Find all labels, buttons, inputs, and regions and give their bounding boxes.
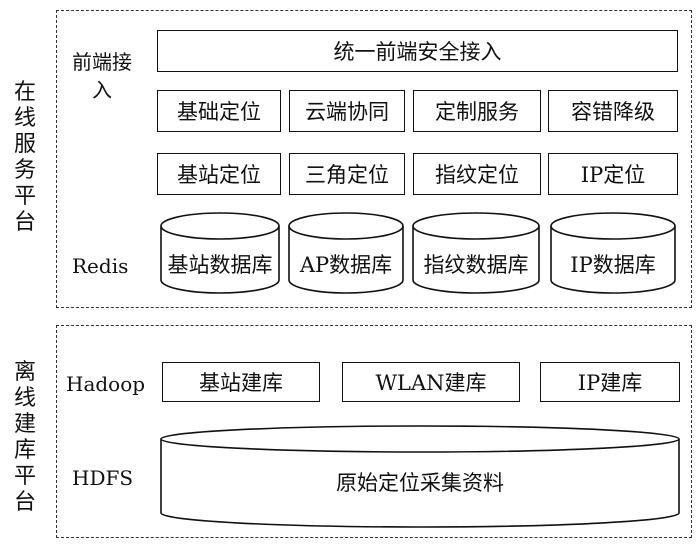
online-platform-label: 在线服务平台: [13, 80, 36, 235]
service-fault-tolerance: 容错降级: [548, 90, 678, 132]
service-custom: 定制服务: [413, 90, 541, 132]
method-ip-positioning: IP定位: [548, 153, 678, 195]
method-triangulation: 三角定位: [289, 153, 405, 195]
build-wlan-library: WLAN建库: [342, 362, 520, 402]
method-fingerprint: 指纹定位: [413, 153, 541, 195]
fingerprint-database: 指纹数据库: [412, 212, 540, 294]
gateway-box: 统一前端安全接入: [157, 30, 678, 72]
raw-data-storage-label: 原始定位采集资料: [336, 471, 504, 495]
method-cell-positioning: 基站定位: [157, 153, 281, 195]
ip-database: IP数据库: [550, 212, 676, 294]
service-basic-positioning: 基础定位: [157, 90, 281, 132]
cell-database-label: 基站数据库: [168, 253, 273, 277]
ip-database-label: IP数据库: [570, 253, 655, 277]
frontend-access-label: 前端接入: [72, 50, 132, 102]
offline-platform-label: 离线建库平台: [13, 360, 36, 515]
ap-database: AP数据库: [288, 212, 404, 294]
raw-data-storage: 原始定位采集资料: [160, 425, 680, 528]
cell-database: 基站数据库: [160, 212, 280, 294]
build-ip-library: IP建库: [540, 362, 680, 402]
ap-database-label: AP数据库: [299, 253, 392, 277]
online-platform-container: [56, 10, 692, 308]
offline-platform-container: [56, 325, 692, 538]
redis-label: Redis: [72, 254, 129, 278]
build-cell-library: 基站建库: [162, 362, 320, 402]
hdfs-label: HDFS: [72, 466, 134, 490]
fingerprint-database-label: 指纹数据库: [424, 253, 529, 277]
hadoop-label: Hadoop: [66, 372, 146, 396]
service-cloud-collaboration: 云端协同: [289, 90, 405, 132]
